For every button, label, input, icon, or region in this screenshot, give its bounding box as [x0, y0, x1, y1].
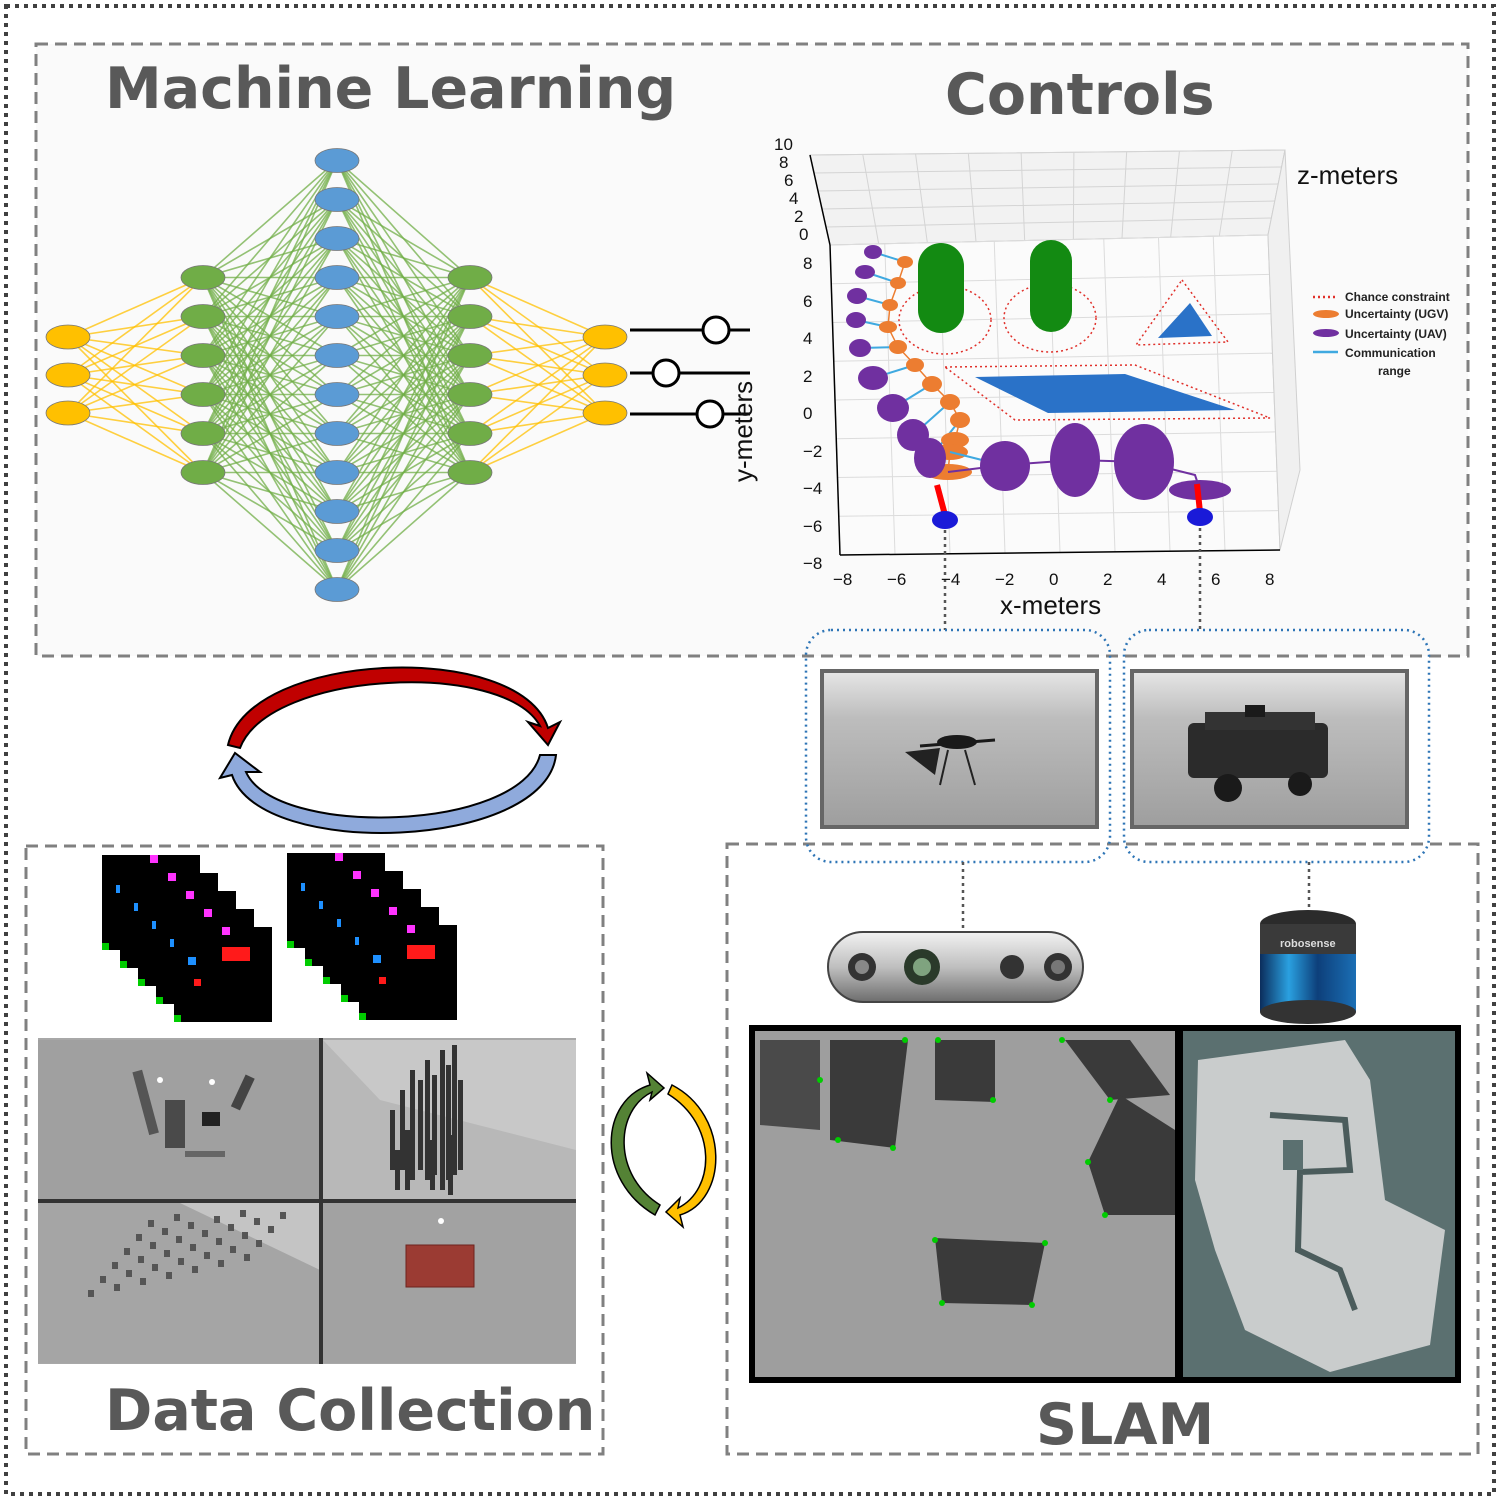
x-tick-label: 0	[1049, 570, 1059, 589]
z-tick-label: 0	[799, 225, 809, 244]
nn-node	[314, 538, 360, 563]
nn-node	[447, 304, 493, 329]
y-tick-label: −6	[803, 516, 823, 536]
ugv-robot-icon	[1188, 705, 1328, 802]
z-tick-label: 2	[794, 207, 804, 226]
nn-node	[314, 577, 360, 602]
y-tick-label: 2	[803, 366, 813, 386]
legend-chance-constraint: Chance constraint	[1345, 290, 1450, 304]
nn-node	[314, 421, 360, 446]
title-slam: SLAM	[1036, 1392, 1215, 1458]
y-tick-label: 6	[803, 291, 813, 311]
x-tick-label: 2	[1103, 570, 1113, 589]
y-tick-label: −4	[803, 479, 823, 498]
visual-slam-view	[749, 1025, 1181, 1383]
nn-node	[314, 499, 360, 524]
nn-node	[180, 421, 226, 446]
nn-node	[447, 265, 493, 290]
z-tick-label: 4	[789, 189, 799, 208]
nn-node	[180, 343, 226, 368]
nn-node	[180, 265, 226, 290]
sim-environments-grid	[38, 1038, 576, 1364]
y-tick-label: 0	[803, 404, 813, 423]
z-axis-label: z-meters	[1297, 160, 1399, 190]
y-tick-label: −2	[803, 441, 823, 461]
z-tick-label: 6	[784, 171, 794, 190]
nn-node	[180, 382, 226, 407]
x-tick-label: 8	[1265, 570, 1275, 589]
y-tick-label: 4	[803, 329, 813, 348]
legend-uncertainty-ugv: Uncertainty (UGV)	[1345, 307, 1449, 321]
nn-node	[314, 265, 360, 290]
legend-communication: Communication	[1345, 346, 1436, 360]
nn-node	[447, 460, 493, 485]
nn-node	[314, 460, 360, 485]
x-axis-label: x-meters	[1000, 590, 1102, 620]
y-tick-label: −8	[803, 554, 823, 573]
x-tick-label: −8	[833, 570, 853, 589]
nn-node	[582, 362, 628, 388]
outer-border	[4, 4, 1496, 1496]
drone-icon	[905, 735, 996, 786]
occupancy-map-stack	[102, 853, 457, 1022]
nn-node	[447, 421, 493, 446]
nn-node	[314, 304, 360, 329]
output-sliders	[630, 315, 750, 429]
nn-node	[314, 226, 360, 251]
nn-node	[314, 187, 360, 212]
x-tick-label: 6	[1211, 570, 1221, 589]
uav-sim-view	[804, 628, 1112, 864]
ugv-sim-view	[1122, 628, 1431, 864]
nn-node	[314, 343, 360, 368]
x-tick-label: −2	[995, 570, 1015, 589]
lidar-brand-label: robosense	[1280, 938, 1336, 950]
nn-node	[180, 460, 226, 485]
y-tick-label: 8	[803, 254, 813, 273]
x-tick-label: −6	[887, 570, 907, 589]
controls-plot	[809, 149, 1339, 630]
title-machine-learning: Machine Learning	[105, 56, 677, 122]
z-tick-label: 10	[774, 135, 793, 154]
neural-network	[45, 148, 628, 602]
nn-node	[582, 400, 628, 426]
depth-camera-icon	[827, 931, 1084, 1003]
y-axis-label: y-meters	[728, 380, 758, 482]
title-data-collection: Data Collection	[105, 1378, 596, 1444]
iteration-cycle-arrows	[217, 666, 563, 834]
nn-node	[447, 382, 493, 407]
nn-node	[447, 343, 493, 368]
small-cycle-arrows	[610, 1070, 717, 1230]
nn-node	[45, 400, 91, 426]
lidar-map-view	[1177, 1025, 1461, 1383]
nn-node	[45, 324, 91, 350]
nn-node	[45, 362, 91, 388]
title-controls: Controls	[945, 62, 1215, 128]
nn-node	[314, 382, 360, 407]
lidar-sensor-icon	[1260, 910, 1356, 1024]
legend-uncertainty-uav: Uncertainty (UAV)	[1345, 327, 1447, 341]
nn-node	[180, 304, 226, 329]
nn-node	[314, 148, 360, 173]
x-tick-label: −4	[941, 570, 961, 589]
z-tick-label: 8	[779, 153, 789, 172]
legend-communication-range: range	[1378, 364, 1411, 378]
x-tick-label: 4	[1157, 570, 1167, 589]
nn-node	[582, 324, 628, 350]
